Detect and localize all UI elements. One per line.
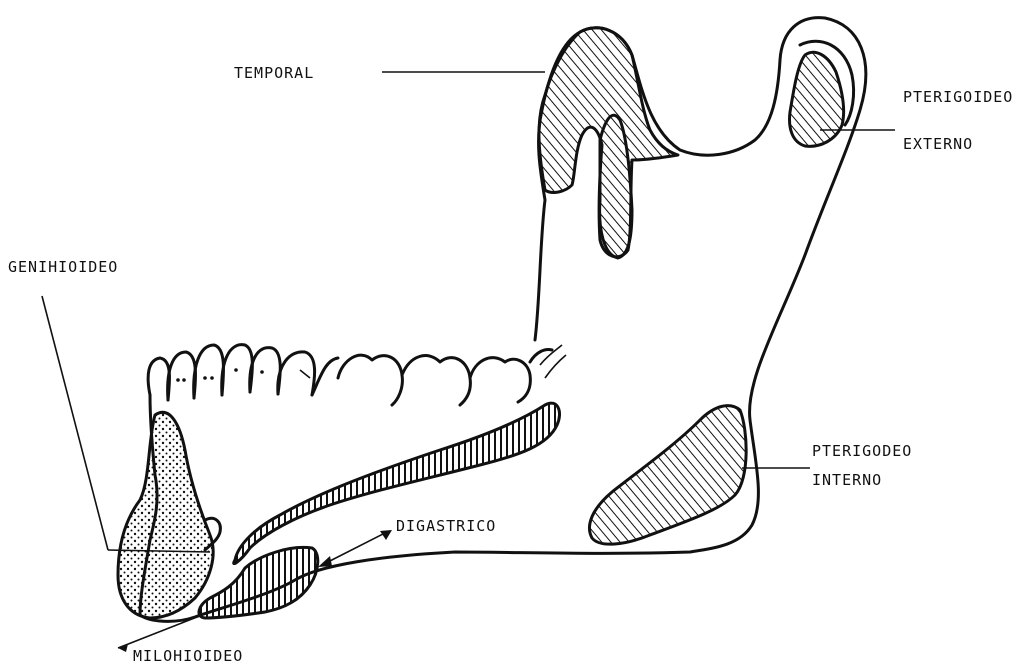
- label-pterigoideo-externo-2: EXTERNO: [903, 135, 973, 153]
- label-milohioideo: MILOHIOIDEO: [133, 647, 243, 665]
- pterigoideo-externo-area: [790, 52, 844, 146]
- genihioideo-leader: [42, 296, 108, 550]
- label-pterigodeo-interno-2: INTERNO: [812, 471, 882, 489]
- label-pterigoideo-externo-1: PTERIGOIDEO: [903, 88, 1013, 106]
- temporal-muscle-area: [539, 28, 678, 257]
- teeth-row: [148, 345, 566, 405]
- mylohyoid-band: [234, 403, 560, 563]
- genihioideo-area: [118, 412, 213, 618]
- mandible-outline: [140, 18, 866, 622]
- label-digastrico: DIGASTRICO: [396, 517, 496, 535]
- digastric-fossa: [199, 547, 318, 618]
- pterigodeo-interno-area: [589, 406, 746, 544]
- label-pterigodeo-interno-1: PTERIGODEO: [812, 442, 912, 460]
- label-temporal: TEMPORAL: [234, 64, 314, 82]
- label-genihioideo: GENIHIOIDEO: [8, 258, 118, 276]
